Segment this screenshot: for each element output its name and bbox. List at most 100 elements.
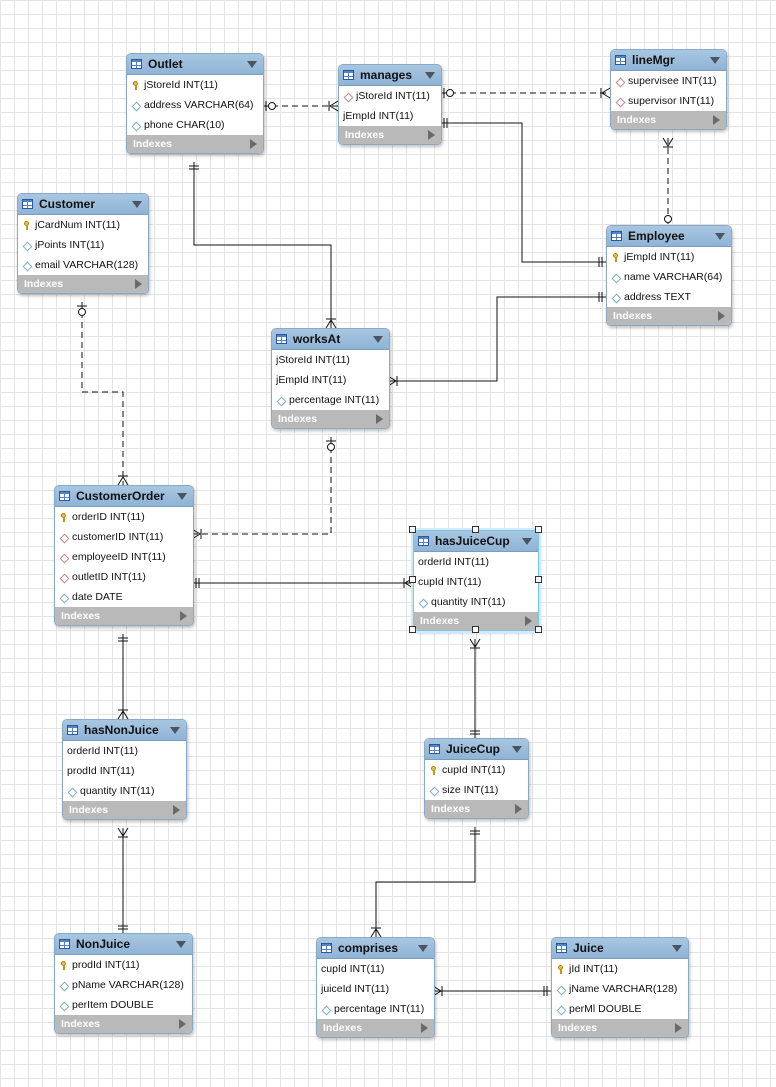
collapse-triangle-icon[interactable] xyxy=(177,492,187,500)
column-row[interactable]: jEmpId INT(11) xyxy=(607,247,731,267)
expand-arrow-icon[interactable] xyxy=(675,1023,682,1033)
collapse-triangle-icon[interactable] xyxy=(522,537,532,545)
column-row[interactable]: juiceId INT(11) xyxy=(317,979,434,999)
expand-arrow-icon[interactable] xyxy=(180,611,187,621)
column-row[interactable]: percentage INT(11) xyxy=(317,999,434,1019)
expand-arrow-icon[interactable] xyxy=(250,139,257,149)
expand-arrow-icon[interactable] xyxy=(179,1019,186,1029)
column-row[interactable]: perItem DOUBLE xyxy=(55,995,192,1015)
indexes-section[interactable]: Indexes xyxy=(317,1019,434,1037)
collapse-triangle-icon[interactable] xyxy=(132,200,142,208)
column-row[interactable]: quantity INT(11) xyxy=(414,592,538,612)
column-row[interactable]: customerID INT(11) xyxy=(55,527,193,547)
column-row[interactable]: orderId INT(11) xyxy=(63,741,186,761)
indexes-section[interactable]: Indexes xyxy=(552,1019,688,1037)
expand-arrow-icon[interactable] xyxy=(718,311,725,321)
table-header[interactable]: Employee xyxy=(607,226,731,247)
selection-handle[interactable] xyxy=(535,526,542,533)
column-row[interactable]: jStoreId INT(11) xyxy=(339,86,441,106)
column-row[interactable]: jStoreId INT(11) xyxy=(127,75,263,95)
column-row[interactable]: cupId INT(11) xyxy=(317,959,434,979)
column-row[interactable]: orderId INT(11) xyxy=(414,552,538,572)
indexes-section[interactable]: Indexes xyxy=(55,1015,192,1033)
selection-handle[interactable] xyxy=(472,526,479,533)
column-row[interactable]: size INT(11) xyxy=(425,780,528,800)
selection-handle[interactable] xyxy=(472,626,479,633)
column-row[interactable]: jCardNum INT(11) xyxy=(18,215,148,235)
table-header[interactable]: comprises xyxy=(317,938,434,959)
column-row[interactable]: pName VARCHAR(128) xyxy=(55,975,192,995)
table-header[interactable]: hasJuiceCup xyxy=(414,531,538,552)
table-header[interactable]: Customer xyxy=(18,194,148,215)
indexes-section[interactable]: Indexes xyxy=(63,801,186,819)
column-row[interactable]: address VARCHAR(64) xyxy=(127,95,263,115)
table-header[interactable]: worksAt xyxy=(272,329,389,350)
column-row[interactable]: percentage INT(11) xyxy=(272,390,389,410)
collapse-triangle-icon[interactable] xyxy=(710,56,720,64)
table-header[interactable]: hasNonJuice xyxy=(63,720,186,741)
column-row[interactable]: name VARCHAR(64) xyxy=(607,267,731,287)
collapse-triangle-icon[interactable] xyxy=(715,232,725,240)
expand-arrow-icon[interactable] xyxy=(428,130,435,140)
expand-arrow-icon[interactable] xyxy=(515,804,522,814)
column-row[interactable]: cupId INT(11) xyxy=(425,760,528,780)
column-row[interactable]: jEmpId INT(11) xyxy=(272,370,389,390)
table-header[interactable]: JuiceCup xyxy=(425,739,528,760)
expand-arrow-icon[interactable] xyxy=(713,115,720,125)
column-row[interactable]: cupId INT(11) xyxy=(414,572,538,592)
indexes-section[interactable]: Indexes xyxy=(339,126,441,144)
selection-handle[interactable] xyxy=(409,526,416,533)
indexes-section[interactable]: Indexes xyxy=(18,275,148,293)
column-row[interactable]: jStoreId INT(11) xyxy=(272,350,389,370)
column-row[interactable]: date DATE xyxy=(55,587,193,607)
column-row[interactable]: jEmpId INT(11) xyxy=(339,106,441,126)
column-row[interactable]: perMl DOUBLE xyxy=(552,999,688,1019)
column-row[interactable]: jPoints INT(11) xyxy=(18,235,148,255)
selection-handle[interactable] xyxy=(409,626,416,633)
column-row[interactable]: supervisor INT(11) xyxy=(611,91,726,111)
collapse-triangle-icon[interactable] xyxy=(170,726,180,734)
column-row[interactable]: address TEXT xyxy=(607,287,731,307)
selection-handle[interactable] xyxy=(535,626,542,633)
expand-arrow-icon[interactable] xyxy=(135,279,142,289)
table-header[interactable]: NonJuice xyxy=(55,934,192,955)
indexes-section[interactable]: Indexes xyxy=(425,800,528,818)
column-row[interactable]: jId INT(11) xyxy=(552,959,688,979)
expand-arrow-icon[interactable] xyxy=(421,1023,428,1033)
column-row[interactable]: orderID INT(11) xyxy=(55,507,193,527)
indexes-section[interactable]: Indexes xyxy=(272,410,389,428)
collapse-triangle-icon[interactable] xyxy=(418,944,428,952)
column-row[interactable]: prodId INT(11) xyxy=(63,761,186,781)
indexes-section[interactable]: Indexes xyxy=(611,111,726,129)
expand-arrow-icon[interactable] xyxy=(173,805,180,815)
column-row[interactable]: jName VARCHAR(128) xyxy=(552,979,688,999)
column-row[interactable]: email VARCHAR(128) xyxy=(18,255,148,275)
collapse-triangle-icon[interactable] xyxy=(425,71,435,79)
collapse-triangle-icon[interactable] xyxy=(672,944,682,952)
selection-handle[interactable] xyxy=(535,576,542,583)
table-header[interactable]: lineMgr xyxy=(611,50,726,71)
table-header[interactable]: CustomerOrder xyxy=(55,486,193,507)
expand-arrow-icon[interactable] xyxy=(376,414,383,424)
indexes-section[interactable]: Indexes xyxy=(55,607,193,625)
indexes-section[interactable]: Indexes xyxy=(414,612,538,630)
column-row[interactable]: phone CHAR(10) xyxy=(127,115,263,135)
column-row[interactable]: supervisee INT(11) xyxy=(611,71,726,91)
column-row[interactable]: prodId INT(11) xyxy=(55,955,192,975)
collapse-triangle-icon[interactable] xyxy=(512,745,522,753)
selection-handle[interactable] xyxy=(409,576,416,583)
column-row[interactable]: employeeID INT(11) xyxy=(55,547,193,567)
indexes-section[interactable]: Indexes xyxy=(127,135,263,153)
indexes-section[interactable]: Indexes xyxy=(607,307,731,325)
